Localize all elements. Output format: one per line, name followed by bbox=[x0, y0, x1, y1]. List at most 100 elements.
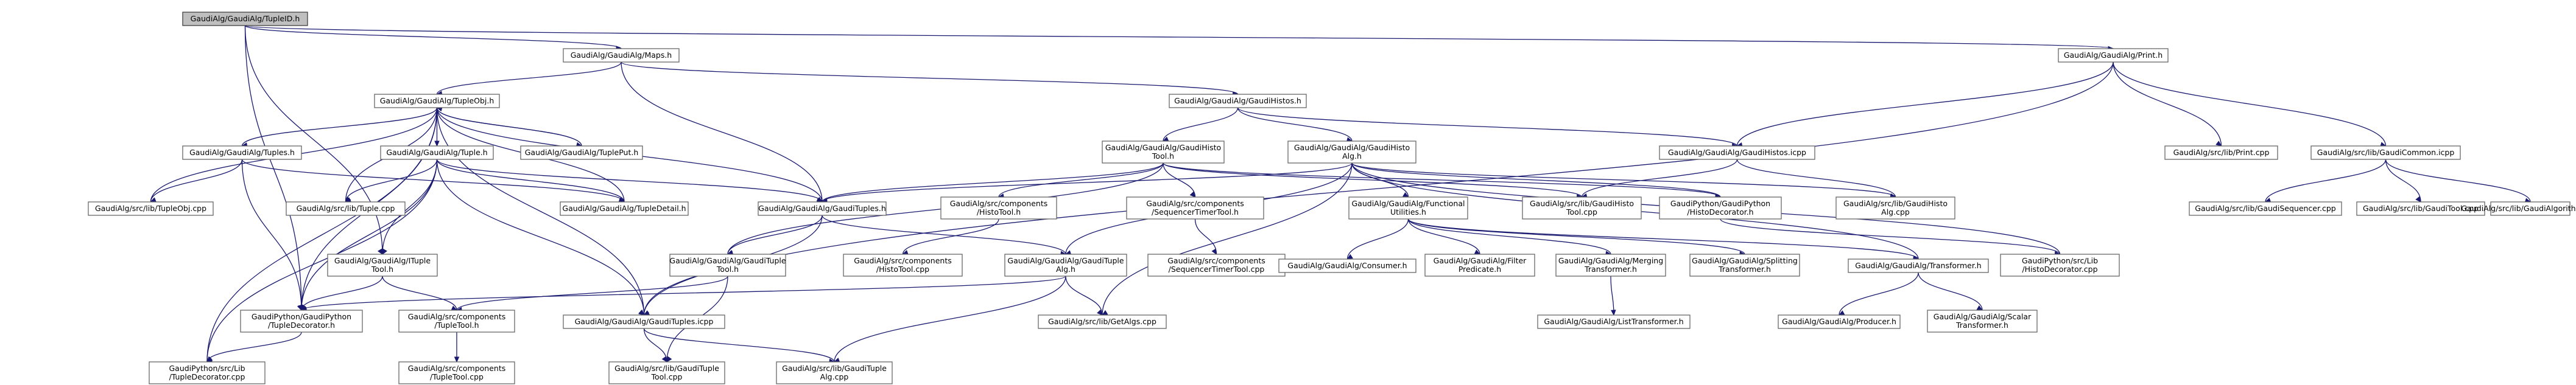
node-tupleput[interactable]: GaudiAlg/GaudiAlg/TuplePut.h bbox=[520, 145, 643, 160]
node-box bbox=[149, 361, 266, 384]
node-label: GaudiAlg/src/lib/GaudiTuple bbox=[782, 364, 887, 373]
node-box bbox=[182, 12, 308, 26]
node-label: GaudiAlg/GaudiAlg/Producer.h bbox=[1782, 317, 1896, 326]
node-tuple[interactable]: GaudiAlg/GaudiAlg/Tuple.h bbox=[380, 145, 494, 160]
node-gauditoolcpp[interactable]: GaudiAlg/src/lib/GaudiTool.cpp bbox=[2356, 201, 2485, 216]
node-box bbox=[1004, 254, 1127, 277]
edge-tuple-to-tupledecoratorcpp bbox=[206, 159, 438, 362]
node-box bbox=[1778, 314, 1901, 329]
node-gaudituples[interactable]: GaudiAlg/GaudiAlg/GaudiTuples.h bbox=[758, 201, 887, 216]
node-tupledecoratorh[interactable]: GaudiPython/GaudiPython/TupleDecorator.h bbox=[240, 310, 363, 333]
node-producer[interactable]: GaudiAlg/GaudiAlg/Producer.h bbox=[1778, 314, 1901, 329]
arrowhead bbox=[454, 356, 460, 363]
edge-maps-to-gaudituples bbox=[621, 61, 823, 203]
edge-gaudihistos-to-gaudihistoalg bbox=[1237, 107, 1353, 142]
edge-gaudituplealg-to-tupledecoratorh bbox=[301, 276, 1066, 311]
node-label: GaudiAlg/GaudiAlg/TupleObj.h bbox=[380, 96, 494, 105]
arrowhead bbox=[382, 248, 387, 255]
node-gaudihistos[interactable]: GaudiAlg/GaudiAlg/GaudiHistos.h bbox=[1169, 94, 1307, 108]
edge-gaudihistotool-to-seqtimertoolh bbox=[1163, 162, 1196, 198]
node-label: Alg.h bbox=[1056, 265, 1075, 274]
arrowhead bbox=[434, 140, 440, 147]
node-histotoolh[interactable]: GaudiAlg/src/components/HistoTool.h bbox=[940, 196, 1057, 220]
node-box bbox=[327, 254, 438, 277]
node-box bbox=[1927, 310, 2038, 333]
node-label: GaudiAlg/src/components bbox=[854, 256, 952, 265]
edge-print-to-printcpp bbox=[2113, 61, 2222, 147]
edge-transformer-to-producer bbox=[1839, 272, 1919, 316]
node-seqtimertoolcpp[interactable]: GaudiAlg/src/components/SequencerTimerTo… bbox=[1147, 254, 1286, 277]
node-gaudicommon[interactable]: GaudiAlg/src/lib/GaudiCommon.icpp bbox=[2310, 145, 2461, 160]
node-label: GaudiAlg/GaudiAlg/GaudiHisto bbox=[1294, 143, 1410, 152]
node-box bbox=[843, 254, 963, 277]
edge-print-to-gaudituplesicpp bbox=[643, 61, 2114, 316]
node-gaudituplesicpp[interactable]: GaudiAlg/GaudiAlg/GaudiTuples.icpp bbox=[563, 314, 725, 329]
node-seqtimertoolh[interactable]: GaudiAlg/src/components/SequencerTimerTo… bbox=[1126, 196, 1264, 220]
node-transformer[interactable]: GaudiAlg/GaudiAlg/Transformer.h bbox=[1848, 258, 1989, 273]
node-tupledecoratorcpp[interactable]: GaudiPython/src/Lib/TupleDecorator.cpp bbox=[149, 361, 266, 384]
node-label: GaudiAlg/src/lib/GaudiHisto bbox=[1530, 199, 1634, 208]
node-box bbox=[563, 48, 680, 63]
node-histotoolcpp_comp[interactable]: GaudiAlg/src/components/HistoTool.cpp bbox=[843, 254, 963, 277]
edge-print-to-gaudihistosicpp bbox=[1736, 61, 2114, 147]
edge-gaudihistoalg-to-histodecoratorh bbox=[1351, 162, 1721, 198]
node-label: GaudiPython/GaudiPython bbox=[1670, 199, 1770, 208]
node-label: GaudiAlg/GaudiAlg/GaudiHisto bbox=[1105, 143, 1221, 152]
node-getalgscpp[interactable]: GaudiAlg/src/lib/GetAlgs.cpp bbox=[1038, 314, 1167, 329]
node-tuplecpp[interactable]: GaudiAlg/src/lib/Tuple.cpp bbox=[286, 201, 406, 216]
node-box bbox=[1348, 196, 1468, 220]
arrowhead bbox=[1611, 310, 1616, 316]
node-label: GaudiAlg/src/lib/TupleObj.cpp bbox=[95, 204, 206, 213]
node-label: GaudiAlg/GaudiAlg/Scalar bbox=[1934, 312, 2032, 321]
node-histodecoratorh[interactable]: GaudiPython/GaudiPython/HistoDecorator.h bbox=[1659, 196, 1782, 220]
arrowhead bbox=[1189, 191, 1196, 198]
node-tupletoolcpp_comp[interactable]: GaudiAlg/src/components/TupleTool.cpp bbox=[398, 361, 515, 384]
edge-gaudihistoalg-to-getalgscpp bbox=[1102, 162, 1353, 316]
edge-gaudihistotool-to-gaudituples bbox=[822, 162, 1164, 203]
node-printcpp[interactable]: GaudiAlg/src/lib/Print.cpp bbox=[2164, 145, 2278, 160]
node-label: GaudiPython/src/Lib bbox=[2022, 256, 2098, 265]
arrowhead bbox=[2215, 140, 2222, 147]
node-label: /SequencerTimerTool.cpp bbox=[1169, 265, 1265, 274]
node-listtransformer[interactable]: GaudiAlg/GaudiAlg/ListTransformer.h bbox=[1537, 314, 1691, 329]
edge-gaudihistotool-to-histodecoratorh bbox=[1163, 162, 1721, 198]
node-tupleobjcpp[interactable]: GaudiAlg/src/lib/TupleObj.cpp bbox=[88, 201, 214, 216]
node-label: Transformer.h bbox=[1718, 265, 1771, 274]
node-label: /HistoDecorator.h bbox=[1687, 207, 1753, 217]
node-print[interactable]: GaudiAlg/GaudiAlg/Print.h bbox=[2058, 48, 2169, 63]
node-sequencercpp[interactable]: GaudiAlg/src/lib/GaudiSequencer.cpp bbox=[2189, 201, 2342, 216]
node-gaudialgorithmcpp[interactable]: GaudiAlg/src/lib/GaudiAlgorithm.cpp bbox=[2461, 201, 2576, 216]
node-box bbox=[563, 314, 725, 329]
node-label: GaudiAlg/GaudiAlg/Functional bbox=[1352, 199, 1465, 208]
node-gaudihistosicpp[interactable]: GaudiAlg/GaudiAlg/GaudiHistos.icpp bbox=[1659, 145, 1815, 160]
node-root[interactable]: GaudiAlg/GaudiAlg/TupleID.h bbox=[182, 12, 308, 26]
node-histodecoratorcpp[interactable]: GaudiPython/src/Lib/HistoDecorator.cpp bbox=[2000, 254, 2120, 277]
edge-gaudihistos-to-gaudihistosicpp bbox=[1237, 107, 1738, 147]
node-label: GaudiAlg/src/lib/GaudiSequencer.cpp bbox=[2195, 204, 2336, 213]
node-tuples[interactable]: GaudiAlg/GaudiAlg/Tuples.h bbox=[182, 145, 302, 160]
node-tupletoolh_comp[interactable]: GaudiAlg/src/components/TupleTool.h bbox=[398, 310, 515, 333]
node-label: GaudiAlg/GaudiAlg/Filter bbox=[1434, 256, 1527, 265]
node-box bbox=[758, 201, 887, 216]
edge-gaudicommon-to-sequencercpp bbox=[2265, 159, 2387, 203]
node-maps[interactable]: GaudiAlg/GaudiAlg/Maps.h bbox=[563, 48, 680, 63]
node-consumer[interactable]: GaudiAlg/GaudiAlg/Consumer.h bbox=[1278, 258, 1416, 273]
node-box bbox=[608, 361, 725, 384]
node-tupleobj[interactable]: GaudiAlg/GaudiAlg/TupleObj.h bbox=[374, 94, 500, 108]
node-box bbox=[2058, 48, 2169, 63]
node-tupledetail[interactable]: GaudiAlg/GaudiAlg/TupleDetail.h bbox=[560, 201, 689, 216]
